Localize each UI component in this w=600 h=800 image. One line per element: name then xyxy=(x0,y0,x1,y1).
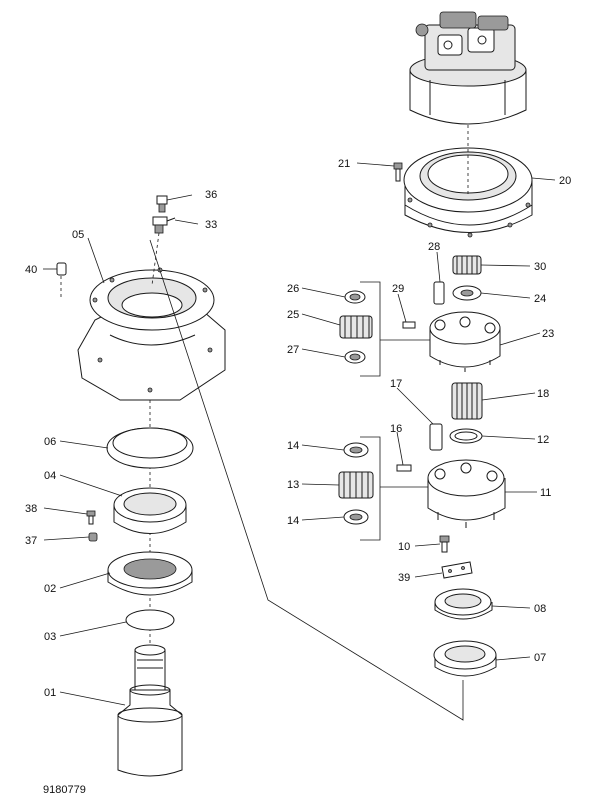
carrier-23 xyxy=(429,311,501,372)
screw-38 xyxy=(86,510,96,525)
shaft-01 xyxy=(117,644,183,777)
seal-02 xyxy=(107,551,193,596)
label-02: 02 xyxy=(44,583,56,595)
pin-29 xyxy=(402,321,416,329)
label-23: 23 xyxy=(542,328,554,340)
fitting-33 xyxy=(152,216,176,234)
label-37: 37 xyxy=(25,535,37,547)
label-16: 16 xyxy=(390,423,402,435)
bearing-14a xyxy=(343,442,369,458)
label-20: 20 xyxy=(559,175,571,187)
gear-30 xyxy=(452,255,482,275)
label-24: 24 xyxy=(534,293,546,305)
label-04: 04 xyxy=(44,470,56,482)
label-33: 33 xyxy=(205,219,217,231)
label-14b: 14 xyxy=(287,515,299,527)
bearing-14b xyxy=(343,509,369,525)
label-39: 39 xyxy=(398,572,410,584)
ring-12 xyxy=(449,428,483,444)
bearing-07 xyxy=(433,640,497,677)
washer-24 xyxy=(452,285,482,301)
label-08: 08 xyxy=(534,603,546,615)
label-30: 30 xyxy=(534,261,546,273)
label-18: 18 xyxy=(537,388,549,400)
bearing-04 xyxy=(113,487,187,534)
label-27: 27 xyxy=(287,344,299,356)
plug-37 xyxy=(88,532,98,542)
gear-18 xyxy=(451,382,483,420)
figure-number: 9180779 xyxy=(43,784,86,796)
ring-06 xyxy=(106,427,194,469)
label-13: 13 xyxy=(287,479,299,491)
bearing-26 xyxy=(344,290,366,304)
label-21: 21 xyxy=(338,158,350,170)
bearing-08 xyxy=(434,588,493,620)
label-29: 29 xyxy=(392,283,404,295)
label-40: 40 xyxy=(25,264,37,276)
pin-16 xyxy=(396,464,412,472)
pin-17 xyxy=(429,423,443,451)
label-03: 03 xyxy=(44,631,56,643)
label-36: 36 xyxy=(205,189,217,201)
bolt-10 xyxy=(439,535,450,553)
label-17: 17 xyxy=(390,378,402,390)
label-14a: 14 xyxy=(287,440,299,452)
label-05: 05 xyxy=(72,229,84,241)
carrier-11 xyxy=(427,459,506,528)
motor-assembly xyxy=(409,11,527,125)
label-01: 01 xyxy=(44,687,56,699)
part-labels: 36 33 05 40 21 20 28 30 26 29 24 25 23 2… xyxy=(25,158,571,699)
label-38: 38 xyxy=(25,503,37,515)
bearing-27 xyxy=(344,350,366,364)
gear-13 xyxy=(338,471,374,499)
gear-25 xyxy=(339,315,373,339)
label-12: 12 xyxy=(537,434,549,446)
oring-03 xyxy=(125,609,175,631)
label-25: 25 xyxy=(287,309,299,321)
plug-40 xyxy=(56,262,67,276)
fitting-36 xyxy=(156,195,168,213)
leader-lines xyxy=(43,162,556,706)
label-28: 28 xyxy=(428,241,440,253)
bolt-21 xyxy=(393,162,403,182)
label-07: 07 xyxy=(534,652,546,664)
label-11: 11 xyxy=(540,487,551,499)
label-06: 06 xyxy=(44,436,56,448)
pin-28 xyxy=(433,281,445,305)
housing-05 xyxy=(77,267,226,401)
label-10: 10 xyxy=(398,541,410,553)
label-26: 26 xyxy=(287,283,299,295)
plate-39 xyxy=(441,561,473,579)
